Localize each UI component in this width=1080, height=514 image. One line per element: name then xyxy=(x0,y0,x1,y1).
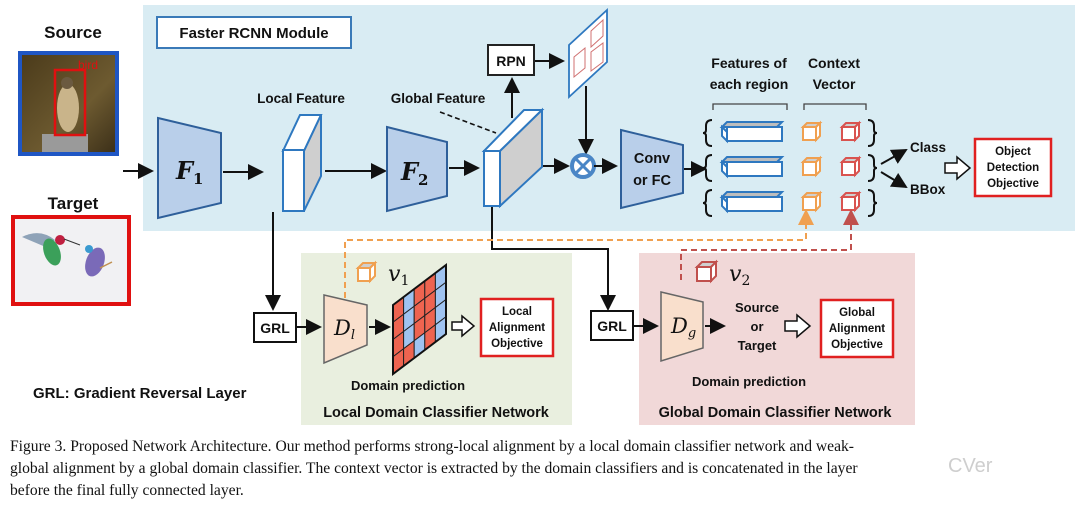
object-objective-line2: Detection xyxy=(987,162,1039,174)
global-prediction-label: Domain prediction xyxy=(692,374,806,389)
local-feature-map xyxy=(281,114,323,212)
context-cube-global-side xyxy=(854,155,860,178)
module-title-box xyxy=(156,16,352,49)
context-cube-local-side xyxy=(815,190,821,213)
context-vector-label-1: Context xyxy=(808,55,860,71)
global-grl-label: GRL xyxy=(597,318,627,334)
local-prediction-label: Domain prediction xyxy=(351,378,465,393)
bracket-right xyxy=(867,154,878,182)
context-cube-local xyxy=(802,161,817,176)
module-title: Faster RCNN Module xyxy=(179,25,328,42)
local-feature-label: Local Feature xyxy=(257,91,345,106)
class-label: Class xyxy=(910,140,946,155)
feature-rows xyxy=(702,119,878,217)
global-output-line1: Source xyxy=(735,300,779,315)
context-cube-local xyxy=(802,196,817,211)
global-discriminator xyxy=(660,291,704,363)
architecture-diagram: Faster RCNN Module Source bird Target F1… xyxy=(11,5,1075,425)
caption-line-3: before the final fully connected layer. xyxy=(10,482,244,499)
global-objective-line1: Global xyxy=(839,307,875,319)
global-objective-line3: Objective xyxy=(831,339,883,351)
local-domain-prediction-map xyxy=(392,262,447,377)
rpn-box xyxy=(487,44,535,76)
v2-label: v2 xyxy=(729,262,750,289)
local-objective-arrow xyxy=(451,314,476,338)
global-objective-arrow xyxy=(784,313,812,339)
target-label: Target xyxy=(48,194,99,213)
context-v2-dashed-line xyxy=(680,209,859,280)
bracket-left xyxy=(702,189,713,217)
local-disc-label: Dl xyxy=(333,316,355,343)
features-region-label-2: each region xyxy=(710,76,789,92)
local-alignment-objective xyxy=(479,297,555,358)
features-region-label-1: Features of xyxy=(711,55,787,71)
global-feature-pointer xyxy=(439,111,497,134)
global-grl-box xyxy=(590,310,634,341)
local-grl-box xyxy=(253,312,297,343)
v1-label: v1 xyxy=(388,262,409,289)
global-objective-line2: Alignment xyxy=(829,323,885,335)
context-cube-global xyxy=(841,161,856,176)
watermark: CVer xyxy=(948,455,993,477)
f2-network xyxy=(386,125,448,213)
context-vector-v2-icon xyxy=(694,259,719,284)
context-cube-global xyxy=(841,196,856,211)
global-alignment-objective xyxy=(819,298,895,359)
region-proposals xyxy=(568,7,608,100)
source-label: Source xyxy=(44,23,102,42)
conv-label-line1: Conv xyxy=(634,151,670,167)
bbox-label: BBox xyxy=(910,182,946,197)
objective-arrow xyxy=(944,155,972,181)
local-objective-line2: Alignment xyxy=(489,322,545,334)
caption-line-1: Figure 3. Proposed Network Architecture.… xyxy=(10,438,854,455)
bracket-right xyxy=(867,119,878,147)
region-feature xyxy=(726,196,783,212)
global-feature-label: Global Feature xyxy=(391,91,486,106)
region-feature xyxy=(726,126,783,142)
object-objective-line1: Object xyxy=(995,146,1031,158)
context-vector-v1-icon xyxy=(355,260,378,284)
global-output-line2: or xyxy=(751,319,764,334)
global-disc-label: Dg xyxy=(670,314,696,341)
grl-legend: GRL: Gradient Reversal Layer xyxy=(33,385,247,402)
local-grl-label: GRL xyxy=(260,320,290,336)
f2-label: F2 xyxy=(400,157,428,189)
local-discriminator xyxy=(323,294,368,365)
region-feature-side xyxy=(721,159,728,179)
rpn-label: RPN xyxy=(496,53,526,69)
prediction-map-border xyxy=(392,262,447,377)
bracket-right xyxy=(867,189,878,217)
global-feature-map xyxy=(481,107,545,209)
roi-pooling-multiply-icon xyxy=(570,153,596,179)
region-feature xyxy=(726,161,783,177)
region-feature-side xyxy=(721,124,728,144)
object-detection-objective xyxy=(973,137,1053,198)
bracket-left xyxy=(702,154,713,182)
context-cube-global xyxy=(841,126,856,141)
source-box-label: bird xyxy=(78,58,98,72)
conv-fc-network xyxy=(620,128,684,210)
context-v1-dashed-line xyxy=(344,209,814,298)
context-vector-label-2: Vector xyxy=(813,76,856,92)
conv-label-line2: or FC xyxy=(633,173,671,189)
figure-caption: Figure 3. Proposed Network Architecture.… xyxy=(10,436,1072,502)
context-cube-global-side xyxy=(854,190,860,213)
region-feature-side xyxy=(721,194,728,214)
global-network-title: Global Domain Classifier Network xyxy=(659,405,893,421)
local-network-title: Local Domain Classifier Network xyxy=(323,405,550,421)
f1-network xyxy=(157,116,222,220)
context-cube-local xyxy=(802,126,817,141)
context-cube-global-side xyxy=(854,120,860,143)
target-image xyxy=(11,215,131,306)
f1-label: F1 xyxy=(175,156,203,188)
global-output-line3: Target xyxy=(738,338,777,353)
bracket-left xyxy=(702,119,713,147)
caption-line-2: global alignment by a global domain clas… xyxy=(10,460,858,477)
context-cube-local-side xyxy=(815,155,821,178)
context-cube-local-side xyxy=(815,120,821,143)
local-objective-line3: Objective xyxy=(491,338,543,350)
object-objective-line3: Objective xyxy=(987,178,1039,190)
source-image: bird xyxy=(18,51,119,156)
local-objective-line1: Local xyxy=(502,306,532,318)
